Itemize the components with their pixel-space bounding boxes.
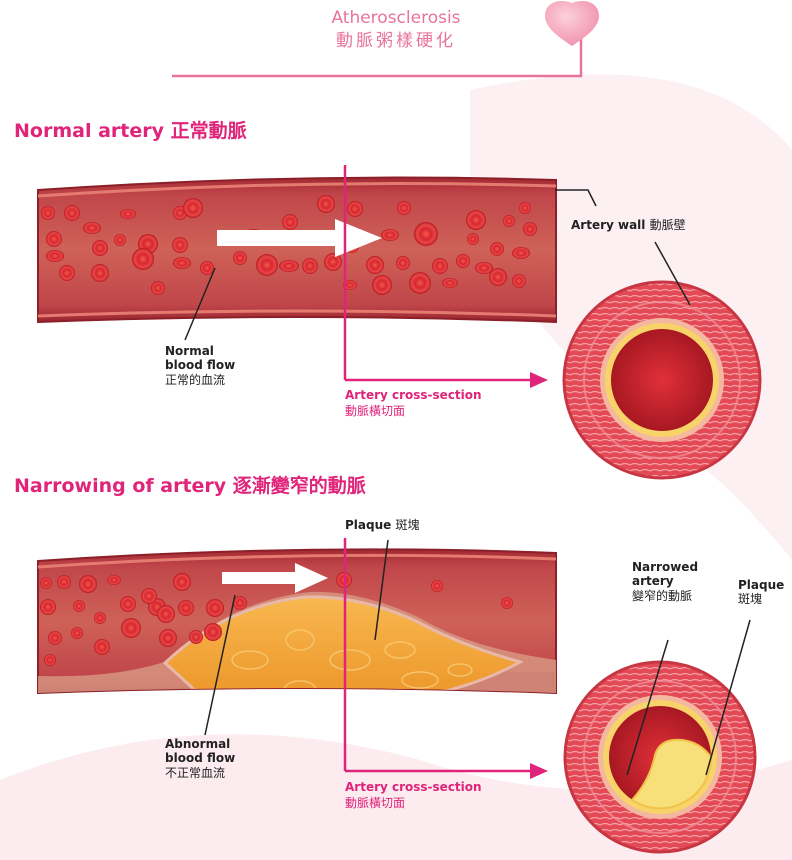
cross-section-plaque-label-en: Plaque xyxy=(738,578,784,592)
narrow-cross-section-arrow xyxy=(530,763,548,779)
normal-cross-section-arrow xyxy=(530,372,548,388)
abnormal-flow-label-line1: Abnormal xyxy=(165,737,235,751)
page-title-en: Atherosclerosis xyxy=(0,9,792,29)
normal-flow-label-line1: Normal xyxy=(165,344,235,358)
normal-cross-section-en: Artery cross-section xyxy=(345,388,482,404)
narrowed-artery-label-line2: artery xyxy=(632,574,698,588)
plaque-label-en: Plaque xyxy=(345,518,391,532)
cross-section-plaque-label: Plaque 斑塊 xyxy=(738,578,784,607)
normal-vessel xyxy=(38,178,556,322)
narrow-cross-section-en: Artery cross-section xyxy=(345,780,482,796)
narrowed-artery-label-line1: Narrowed xyxy=(632,560,698,574)
normal-artery-title: Normal artery 正常動脈 xyxy=(14,121,247,143)
abnormal-flow-label-line2: blood flow xyxy=(165,751,235,765)
narrowed-artery-label: Narrowed artery 變窄的動脈 xyxy=(632,560,698,603)
narrow-cross-section xyxy=(565,662,755,852)
narrow-cross-section-zh: 動脈橫切面 xyxy=(345,796,482,812)
normal-blood-flow-label: Normal blood flow 正常的血流 xyxy=(165,344,235,387)
normal-flow-label-zh: 正常的血流 xyxy=(165,373,235,387)
normal-cross-section xyxy=(564,282,760,478)
narrowed-artery-label-zh: 變窄的動脈 xyxy=(632,589,698,603)
narrowing-artery-title: Narrowing of artery 逐漸變窄的動脈 xyxy=(14,476,366,498)
normal-cross-section-zh: 動脈橫切面 xyxy=(345,404,482,420)
abnormal-flow-label-zh: 不正常血流 xyxy=(165,766,235,780)
artery-wall-label: Artery wall 動脈壁 xyxy=(571,218,686,232)
cross-section-plaque-label-zh: 斑塊 xyxy=(738,592,784,606)
normal-cross-section-label: Artery cross-section 動脈橫切面 xyxy=(345,388,482,419)
plaque-label: Plaque 斑塊 xyxy=(345,518,419,532)
normal-flow-label-line2: blood flow xyxy=(165,358,235,372)
artery-wall-label-zh: 動脈壁 xyxy=(650,218,686,232)
plaque-label-zh: 斑塊 xyxy=(395,518,419,532)
artery-wall-label-en: Artery wall xyxy=(571,218,645,232)
page-title-zh: 動脈粥樣硬化 xyxy=(0,32,792,52)
abnormal-blood-flow-label: Abnormal blood flow 不正常血流 xyxy=(165,737,235,780)
narrow-cross-section-label: Artery cross-section 動脈橫切面 xyxy=(345,780,482,811)
